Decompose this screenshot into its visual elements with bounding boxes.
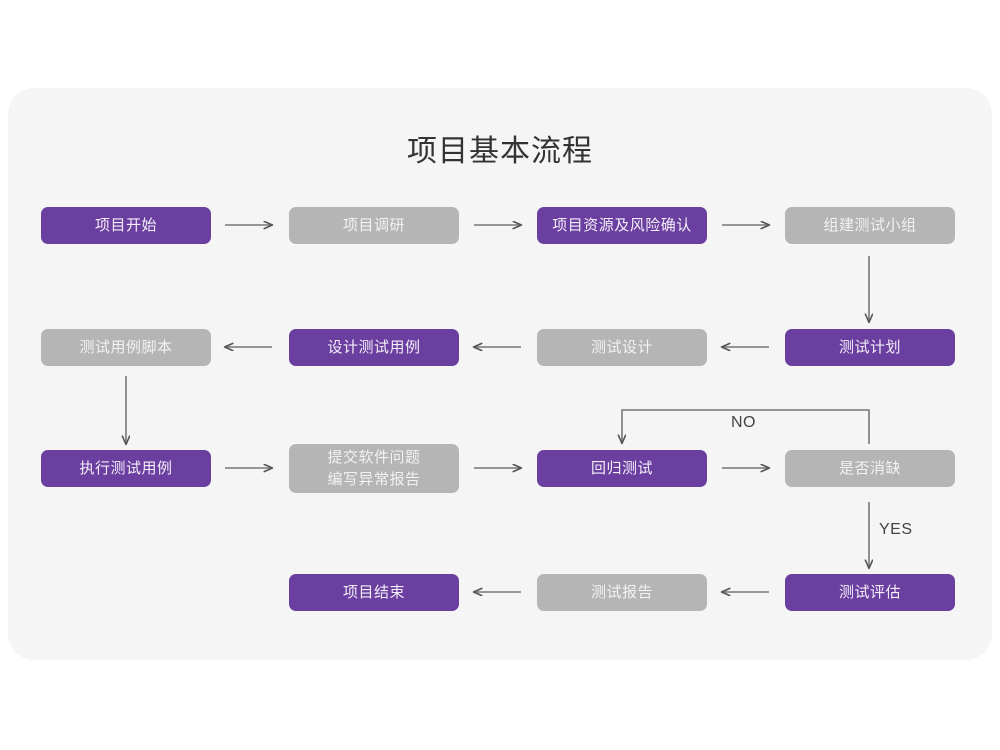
- flowchart-card: [8, 88, 992, 660]
- edge-label-no: NO: [731, 414, 756, 431]
- node-design-test-cases[interactable]: 设计测试用例: [289, 329, 459, 366]
- node-test-case-script[interactable]: 测试用例脚本: [41, 329, 211, 366]
- node-form-test-team[interactable]: 组建测试小组: [785, 207, 955, 244]
- node-test-design[interactable]: 测试设计: [537, 329, 707, 366]
- node-submit-defect-report[interactable]: 提交软件问题 编写异常报告: [289, 444, 459, 493]
- node-test-plan[interactable]: 测试计划: [785, 329, 955, 366]
- node-project-research[interactable]: 项目调研: [289, 207, 459, 244]
- node-project-end[interactable]: 项目结束: [289, 574, 459, 611]
- edge-label-yes: YES: [879, 521, 913, 538]
- node-defect-resolved[interactable]: 是否消缺: [785, 450, 955, 487]
- page-title: 项目基本流程: [407, 135, 593, 168]
- node-regression-test[interactable]: 回归测试: [537, 450, 707, 487]
- node-project-start[interactable]: 项目开始: [41, 207, 211, 244]
- node-test-report[interactable]: 测试报告: [537, 574, 707, 611]
- node-execute-test-cases[interactable]: 执行测试用例: [41, 450, 211, 487]
- node-test-evaluation[interactable]: 测试评估: [785, 574, 955, 611]
- node-resource-risk-confirm[interactable]: 项目资源及风险确认: [537, 207, 707, 244]
